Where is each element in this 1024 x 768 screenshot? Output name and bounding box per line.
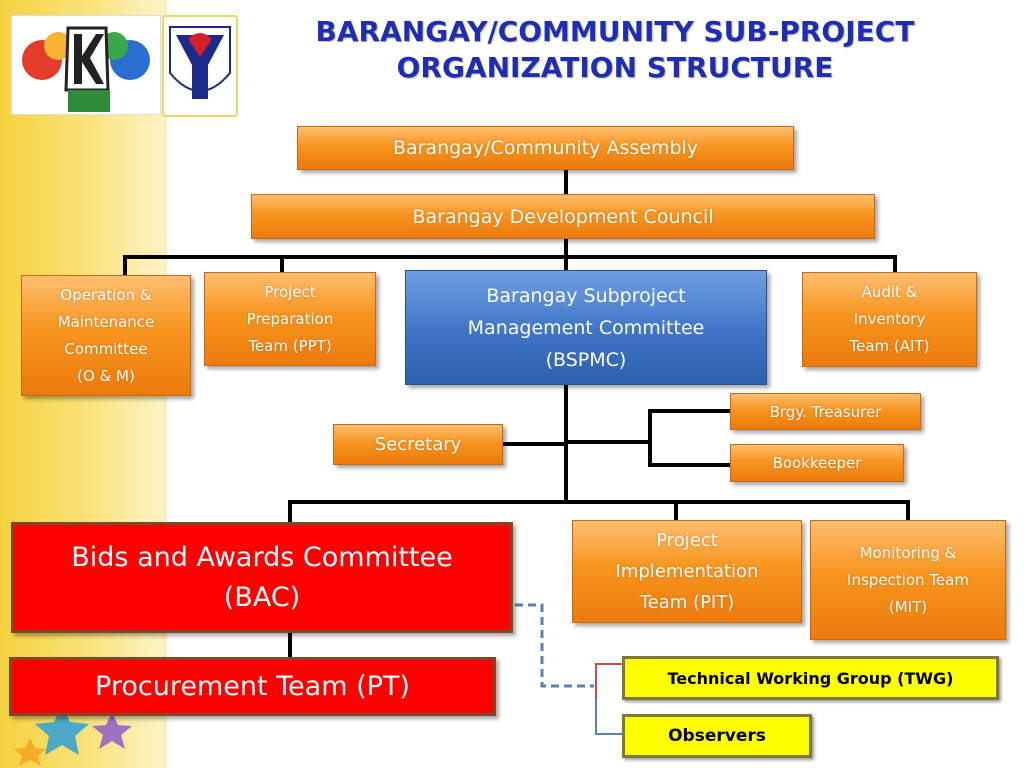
procurement-team-box: Procurement Team (PT) bbox=[9, 657, 496, 716]
operation-maintenance-committee-box: Operation & Maintenance Committee (O & M… bbox=[21, 275, 191, 396]
pt-label: Procurement Team (PT) bbox=[95, 671, 410, 702]
bspmc-label: Barangay Subproject Management Committee… bbox=[467, 284, 705, 371]
decorative-stars bbox=[14, 705, 132, 766]
bspmc-box: Barangay Subproject Management Committee… bbox=[405, 270, 767, 385]
barangay-development-council-box: Barangay Development Council bbox=[251, 194, 875, 239]
observers-label: Observers bbox=[668, 726, 766, 746]
ppt-label: Project Preparation Team (PPT) bbox=[246, 282, 334, 355]
observers-box: Observers bbox=[622, 714, 812, 758]
om-label: Operation & Maintenance Committee (O & M… bbox=[57, 285, 155, 385]
brgy-treasurer-box: Brgy. Treasurer bbox=[730, 393, 921, 430]
bookkeeper-box: Bookkeeper bbox=[730, 444, 904, 482]
mit-label: Monitoring & Inspection Team (MIT) bbox=[847, 543, 969, 616]
bookkeeper-label: Bookkeeper bbox=[772, 454, 862, 472]
audit-inventory-team-box: Audit & Inventory Team (AIT) bbox=[802, 272, 977, 367]
bids-and-awards-committee-box: Bids and Awards Committee (BAC) bbox=[11, 522, 513, 633]
ait-label: Audit & Inventory Team (AIT) bbox=[849, 283, 930, 355]
treasurer-label: Brgy. Treasurer bbox=[769, 402, 882, 421]
assembly-label: Barangay/Community Assembly bbox=[392, 137, 699, 159]
kalahi-cidss-logo bbox=[11, 15, 161, 115]
twg-label: Technical Working Group (TWG) bbox=[667, 668, 954, 688]
barangay-community-assembly-box: Barangay/Community Assembly bbox=[297, 126, 794, 170]
pit-label: Project Implementation Team (PIT) bbox=[615, 530, 759, 613]
bdc-label: Barangay Development Council bbox=[412, 205, 714, 228]
technical-working-group-box: Technical Working Group (TWG) bbox=[622, 656, 999, 700]
page-title: BARANGAY/COMMUNITY SUB-PROJECT ORGANIZAT… bbox=[315, 15, 915, 84]
secretary-label: Secretary bbox=[374, 434, 462, 455]
dswd-logo bbox=[162, 15, 238, 117]
monitoring-inspection-team-box: Monitoring & Inspection Team (MIT) bbox=[810, 520, 1006, 640]
project-implementation-team-box: Project Implementation Team (PIT) bbox=[572, 520, 802, 623]
secretary-box: Secretary bbox=[333, 424, 503, 465]
project-preparation-team-box: Project Preparation Team (PPT) bbox=[204, 272, 376, 366]
bac-label: Bids and Awards Committee (BAC) bbox=[71, 541, 453, 613]
